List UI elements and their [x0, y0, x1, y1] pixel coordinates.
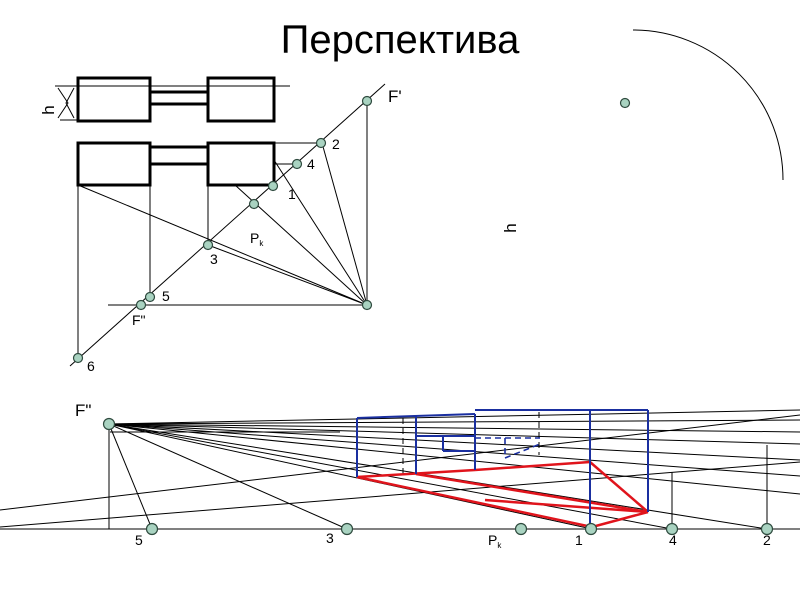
station-point — [361, 299, 373, 311]
point-4-plan — [291, 158, 303, 170]
h-label-plan: h — [39, 105, 58, 114]
ground-footprint-red — [356, 460, 649, 529]
label-pk-plan: Pk — [250, 230, 264, 248]
arc-point — [619, 97, 631, 109]
point-1-plan — [267, 180, 279, 192]
label-4-plan: 4 — [307, 156, 315, 172]
label-6-plan: 6 — [87, 358, 95, 374]
point-pk-persp — [514, 522, 528, 536]
convergence-rays — [108, 409, 800, 530]
label-5-persp: 5 — [135, 532, 143, 548]
label-2-persp: 2 — [763, 532, 771, 548]
point-2-persp — [760, 522, 774, 536]
picture-plane-line — [69, 83, 386, 367]
perspective-view: F" 5 3 Pk 1 4 2 — [0, 401, 800, 550]
point-f-prime — [361, 95, 373, 107]
point-2-plan — [315, 137, 327, 149]
distance-arc — [632, 29, 784, 181]
point-5-persp — [145, 522, 159, 536]
plan-block-left — [76, 141, 152, 187]
point-4-persp — [665, 522, 679, 536]
label-3-plan: 3 — [210, 251, 218, 267]
elevation-block-left — [76, 76, 152, 123]
building-outline-blue — [356, 409, 649, 527]
slide-title: Перспектива — [280, 18, 520, 62]
point-3-plan — [202, 239, 214, 251]
label-pk-persp: Pk — [488, 532, 502, 550]
plan-block-right — [206, 141, 276, 187]
label-f-prime: F' — [388, 87, 402, 106]
label-2-plan: 2 — [332, 136, 340, 152]
label-f-double-prime-persp: F" — [75, 401, 91, 420]
label-f-double-prime-plan: F" — [132, 312, 146, 328]
label-5-plan: 5 — [162, 288, 170, 304]
point-3-persp — [340, 522, 354, 536]
point-1-persp — [584, 522, 598, 536]
plan-view: h F' 2 4 — [39, 76, 402, 374]
point-f-double-prime-persp — [102, 417, 116, 431]
label-1-persp: 1 — [575, 532, 583, 548]
label-1-plan: 1 — [288, 186, 296, 202]
point-pk-plan — [248, 198, 260, 210]
label-3-persp: 3 — [326, 530, 334, 546]
label-4-persp: 4 — [669, 532, 677, 548]
point-5-plan — [144, 291, 156, 303]
h-label-right: h — [501, 223, 520, 232]
elevation-block-right — [206, 76, 276, 123]
distance-arc-group: h — [501, 29, 784, 233]
point-6-plan — [72, 352, 84, 364]
h-dimension-arrow — [57, 87, 69, 119]
point-f-double-prime-plan — [135, 299, 147, 311]
